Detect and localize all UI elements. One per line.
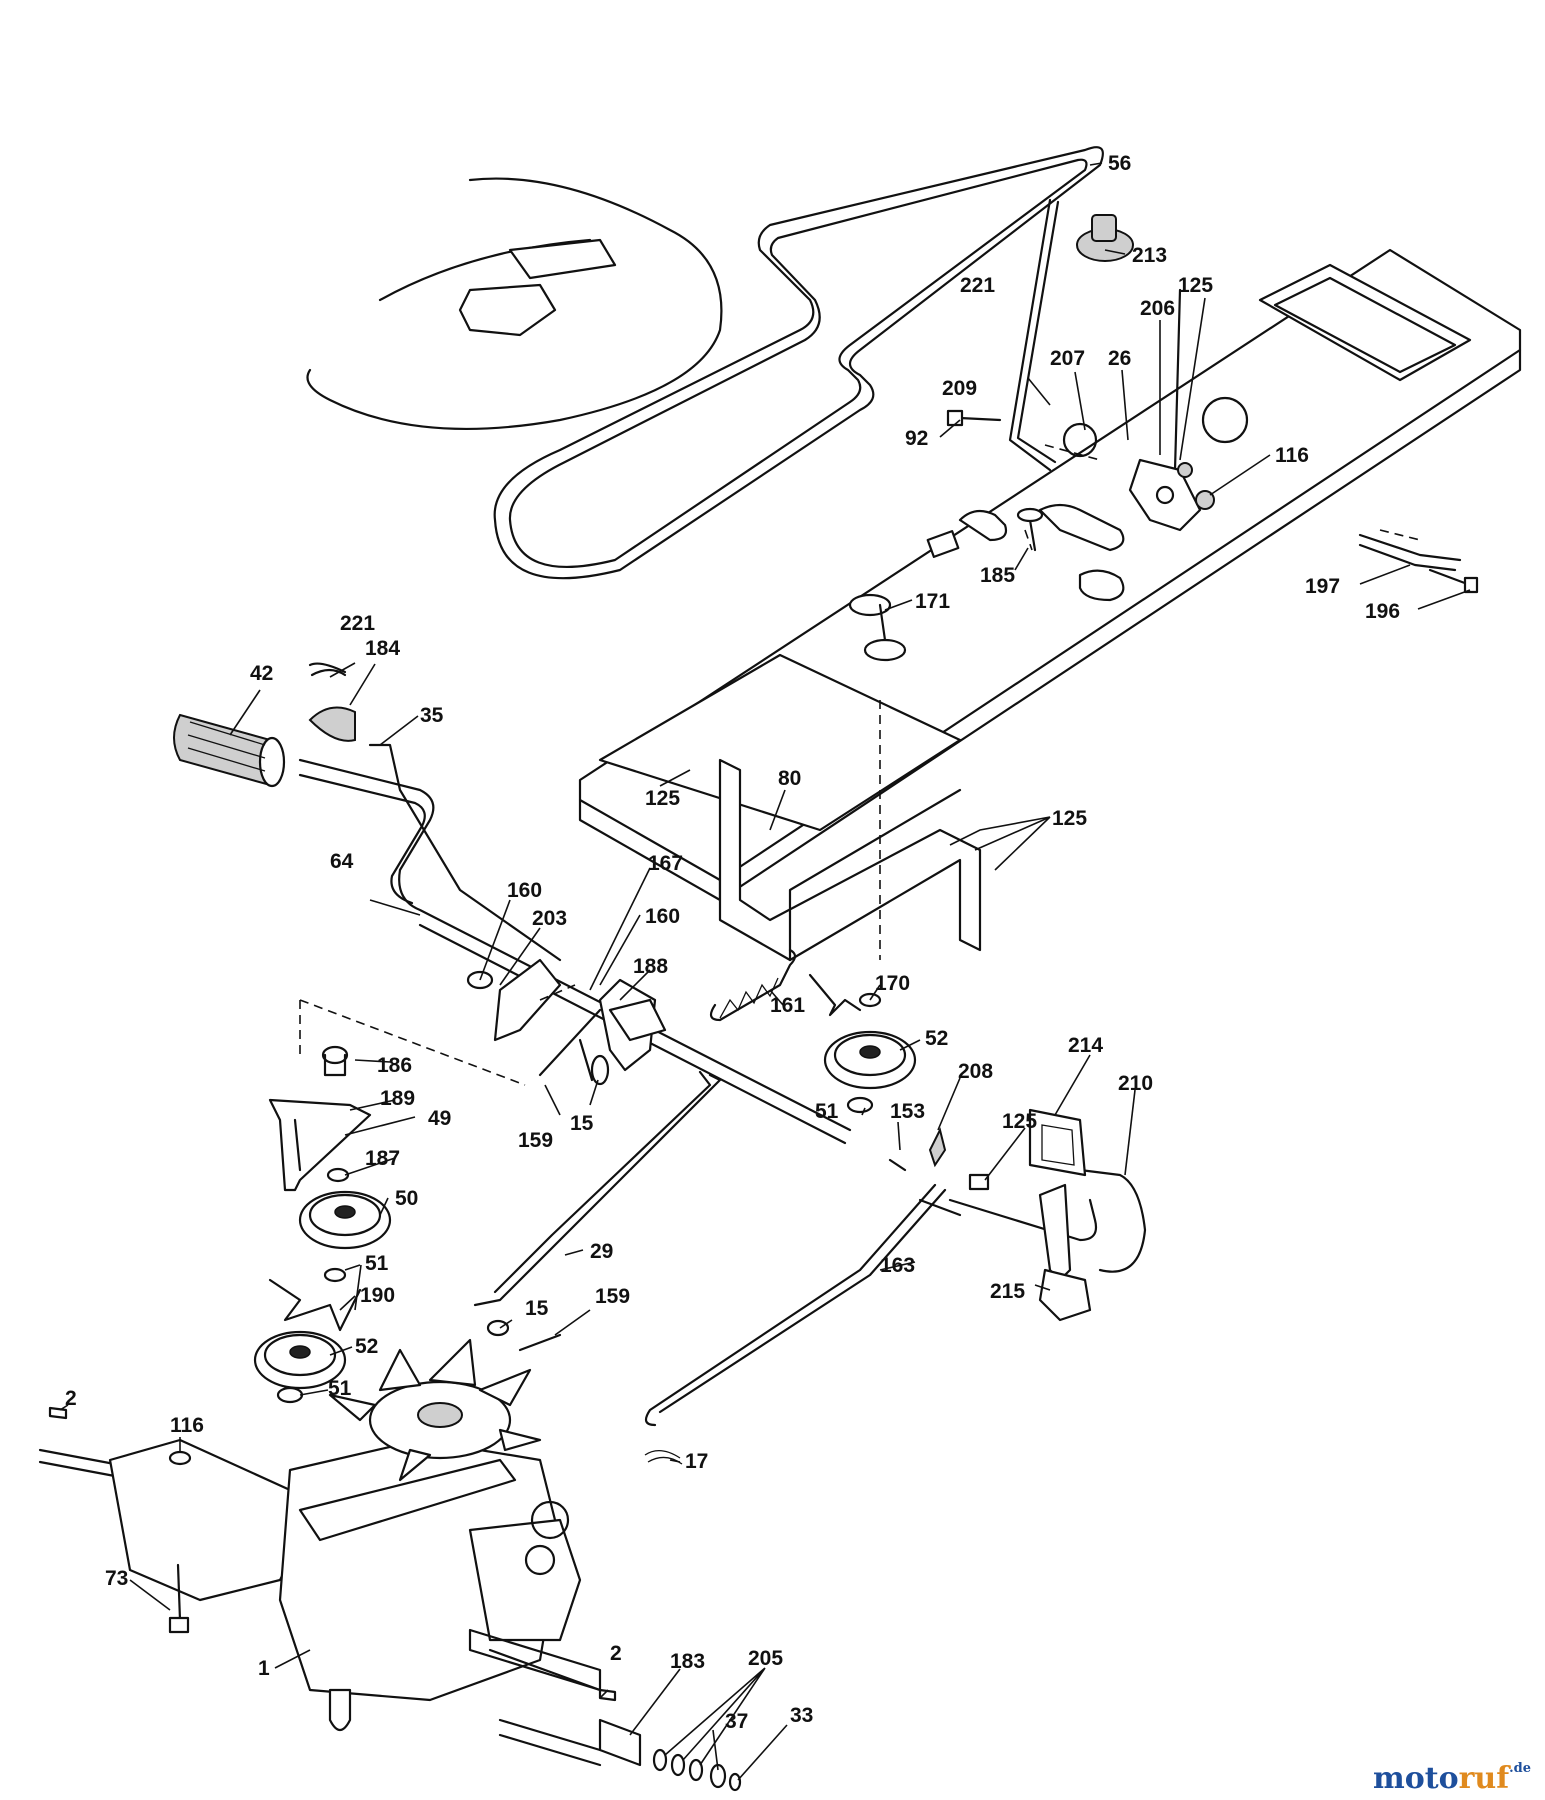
callout-159: 159 — [595, 1285, 630, 1308]
callout-52: 52 — [355, 1335, 378, 1358]
callout-125: 125 — [1002, 1110, 1037, 1133]
callout-184: 184 — [365, 637, 400, 660]
watermark-part2: ruf — [1458, 1761, 1510, 1796]
callout-196: 196 — [1365, 600, 1400, 623]
callout-80: 80 — [778, 767, 801, 790]
callout-50: 50 — [395, 1187, 418, 1210]
callout-1: 1 — [258, 1657, 270, 1680]
callout-213: 213 — [1132, 244, 1167, 267]
callout-183: 183 — [670, 1650, 705, 1673]
callout-188: 188 — [633, 955, 668, 978]
callout-92: 92 — [905, 427, 928, 450]
spring-170 — [808, 973, 882, 1017]
callout-160: 160 — [507, 879, 542, 902]
bracket — [718, 758, 982, 962]
callout-2: 2 — [610, 1642, 622, 1665]
callout-33: 33 — [790, 1704, 813, 1727]
callout-189: 189 — [380, 1087, 415, 1110]
watermark-part3: .de — [1509, 1761, 1531, 1776]
callout-205: 205 — [748, 1647, 783, 1670]
callout-51: 51 — [365, 1252, 389, 1275]
watermark-logo: motoruf.de — [1373, 1761, 1531, 1796]
callout-214: 214 — [1068, 1034, 1103, 1057]
leader-lines — [59, 162, 1471, 1781]
idler-pulley-right — [823, 1030, 917, 1114]
deck-shield — [306, 177, 723, 431]
callout-153: 153 — [890, 1100, 925, 1123]
drive-belt — [493, 146, 1104, 580]
pulley-50 — [298, 1190, 392, 1283]
callout-26: 26 — [1108, 347, 1131, 370]
pulley-52-left — [253, 1330, 347, 1404]
spring-190 — [268, 1278, 362, 1332]
watermark-part1: moto — [1372, 1761, 1459, 1796]
main-frame — [578, 248, 1522, 902]
callout-163: 163 — [880, 1254, 915, 1277]
callout-52: 52 — [925, 1027, 948, 1050]
callout-186: 186 — [377, 1054, 412, 1077]
callout-221: 221 — [340, 612, 375, 635]
transaxle — [38, 1338, 742, 1792]
callout-221: 221 — [960, 274, 995, 297]
washer-171 — [848, 593, 907, 662]
callout-116: 116 — [1275, 444, 1309, 467]
callout-125: 125 — [1178, 274, 1213, 297]
linkage-assembly — [466, 958, 667, 1086]
callout-208: 208 — [958, 1060, 993, 1083]
callout-29: 29 — [590, 1240, 613, 1263]
idler-bracket-189 — [268, 1045, 372, 1192]
callout-labels: 56 213 221 125 206 207 26 209 92 116 185… — [65, 152, 1400, 1733]
callout-15: 15 — [525, 1297, 549, 1320]
callout-206: 206 — [1140, 297, 1175, 320]
callout-171: 171 — [915, 590, 950, 613]
callout-190: 190 — [360, 1284, 395, 1307]
callout-160: 160 — [645, 905, 680, 928]
callout-215: 215 — [990, 1280, 1025, 1303]
cooling-fan — [328, 1338, 542, 1482]
callout-125: 125 — [645, 787, 680, 810]
callout-37: 37 — [725, 1710, 748, 1733]
callout-64: 64 — [330, 850, 354, 873]
grip — [173, 713, 286, 788]
callout-209: 209 — [942, 377, 977, 400]
callout-15: 15 — [570, 1112, 594, 1135]
callout-170: 170 — [875, 972, 910, 995]
cap-184 — [308, 662, 356, 742]
callout-73: 73 — [105, 1567, 128, 1590]
callout-51: 51 — [815, 1100, 839, 1123]
callout-49: 49 — [428, 1107, 451, 1130]
callout-56: 56 — [1108, 152, 1131, 175]
rod-29 — [473, 1070, 722, 1352]
spring-161 — [709, 948, 797, 1022]
callout-185: 185 — [980, 564, 1015, 587]
callout-17: 17 — [685, 1450, 708, 1473]
callout-197: 197 — [1305, 575, 1340, 598]
reference-lines — [299, 444, 1421, 1086]
rod-35 — [368, 743, 562, 962]
callout-2: 2 — [65, 1387, 77, 1410]
callout-51: 51 — [328, 1377, 352, 1400]
pedal-assembly — [888, 1108, 1147, 1322]
callout-116: 116 — [170, 1414, 204, 1437]
rod-163 — [644, 1183, 947, 1465]
callout-203: 203 — [532, 907, 567, 930]
callout-159: 159 — [518, 1129, 553, 1152]
callout-161: 161 — [770, 994, 805, 1017]
callout-125: 125 — [1052, 807, 1087, 830]
callout-167: 167 — [648, 852, 683, 875]
callout-35: 35 — [420, 704, 444, 727]
callout-207: 207 — [1050, 347, 1085, 370]
callout-210: 210 — [1118, 1072, 1153, 1095]
rod-197 — [1358, 533, 1479, 594]
callout-42: 42 — [250, 662, 273, 685]
pivot-assembly — [1128, 458, 1215, 532]
callout-187: 187 — [365, 1147, 400, 1170]
